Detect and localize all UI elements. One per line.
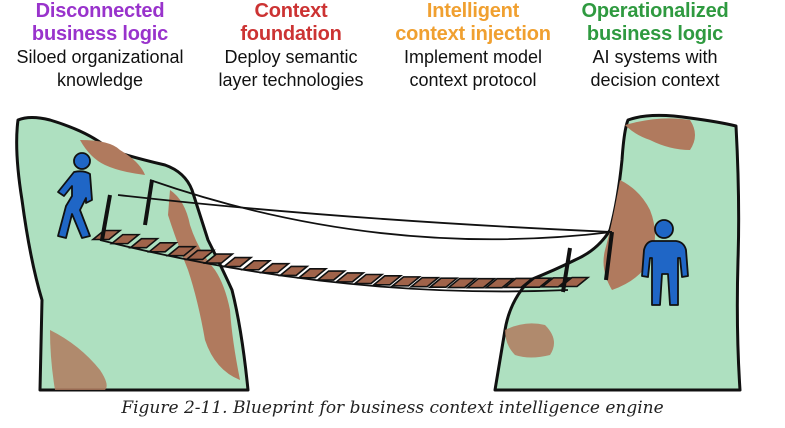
left-post-2: [143, 179, 154, 226]
stage-desc: Siloed organizational: [16, 47, 184, 67]
bridge-plank: [240, 259, 273, 271]
stage-desc: Deploy semantic: [224, 47, 358, 67]
bridge-plank: [352, 273, 385, 285]
stage-title-2: business logic: [586, 23, 724, 45]
stage-context-foundation: Context foundation Deploy semantic layer…: [191, 0, 391, 92]
bridge-plank: [277, 265, 310, 277]
bridge-plank: [465, 277, 497, 289]
bridge-plank: [184, 249, 216, 261]
stage-desc-2: decision context: [590, 70, 720, 90]
stage-desc-2: context protocol: [409, 70, 537, 90]
bridge-plank: [90, 229, 123, 241]
stage-disconnected: Disconnected business logic Siloed organ…: [0, 0, 200, 92]
left-cliff-rock-3: [50, 330, 107, 390]
bridge-upper-rope-2: [149, 179, 613, 241]
right-post-1: [561, 247, 572, 293]
bridge-plank: [390, 276, 422, 287]
stage-desc-2: knowledge: [56, 70, 144, 90]
bridge-plank: [521, 277, 553, 289]
left-cliff-rock-2: [168, 190, 240, 380]
bridge-plank: [502, 277, 535, 289]
stage-title: Disconnected: [35, 0, 165, 22]
bridge-plank: [165, 245, 198, 257]
stage-desc: AI systems with: [592, 47, 718, 67]
bridge-plank: [146, 241, 179, 253]
left-post-1: [100, 194, 112, 241]
person-standing-icon: [641, 219, 689, 306]
stage-title-2: business logic: [31, 23, 169, 45]
stage-operationalized: Operationalized business logic AI system…: [555, 0, 755, 92]
stage-title: Intelligent: [426, 0, 520, 22]
right-post-2: [604, 231, 614, 281]
bridge-plank: [259, 262, 291, 274]
bridge-plank: [371, 275, 404, 286]
right-cliff-rock-2: [603, 180, 655, 290]
stage-desc-2: layer technologies: [218, 70, 364, 90]
stage-title-2: foundation: [240, 23, 342, 45]
bridge-plank: [408, 276, 441, 288]
bridge-plank: [427, 277, 460, 289]
stage-title: Context: [254, 0, 328, 22]
bridge-upper-rope: [117, 194, 613, 233]
bridge-plank: [315, 270, 347, 281]
bridge-plank: [334, 272, 366, 283]
bridge-plank: [128, 237, 160, 249]
bridge-plank: [446, 277, 478, 289]
right-cliff-rock: [625, 118, 695, 150]
left-cliff-rock: [80, 140, 145, 175]
stage-title: Operationalized: [581, 0, 729, 22]
right-cliff-rock-3: [505, 323, 554, 358]
bridge-plank: [203, 253, 235, 264]
stage-title-2: context injection: [395, 23, 551, 45]
bridge-plank: [483, 277, 516, 289]
bridge-plank: [109, 233, 141, 245]
bridge-plank: [296, 268, 329, 279]
bridge-planks: [90, 229, 591, 293]
stage-context-injection: Intelligent context injection Implement …: [373, 0, 573, 92]
stage-desc: Implement model: [403, 47, 543, 67]
person-walking-icon: [57, 152, 93, 239]
figure-caption: Figure 2-11. Blueprint for business cont…: [121, 398, 664, 418]
bridge-plank: [221, 256, 254, 268]
